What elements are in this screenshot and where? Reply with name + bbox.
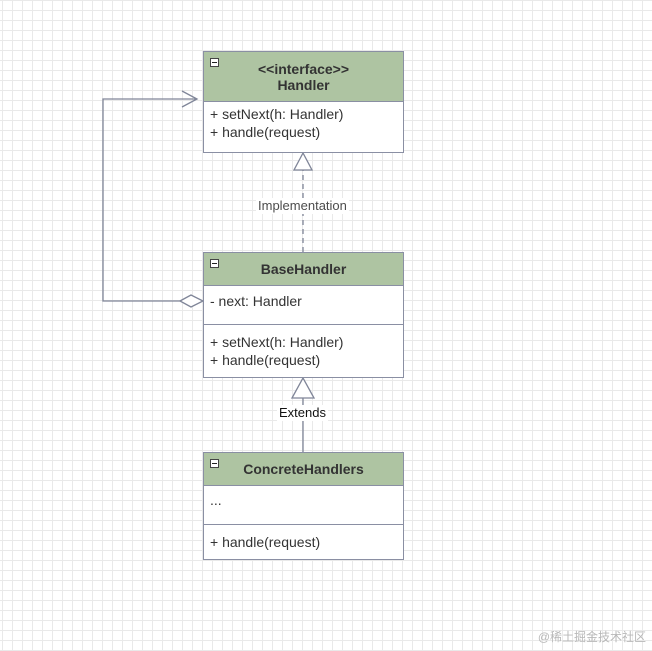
method-item: + handle(request): [210, 534, 321, 550]
handler-name: Handler: [277, 76, 330, 93]
method-item: + handle(request): [210, 352, 321, 368]
handler-header: <<interface>> Handler: [204, 52, 403, 102]
collapse-icon[interactable]: [210, 459, 219, 468]
basehandler-class-box[interactable]: BaseHandler - next: Handler + setNext(h:…: [203, 252, 404, 378]
concretehandlers-header: ConcreteHandlers: [204, 453, 403, 486]
method-item: + setNext(h: Handler): [210, 106, 344, 122]
concretehandlers-class-box[interactable]: ConcreteHandlers ... + handle(request): [203, 452, 404, 560]
method-item: + setNext(h: Handler): [210, 334, 344, 350]
basehandler-header: BaseHandler: [204, 253, 403, 286]
method-item: + handle(request): [210, 124, 321, 140]
basehandler-name: BaseHandler: [260, 261, 347, 277]
field-item: - next: Handler: [210, 293, 302, 309]
implementation-arrowhead: [292, 151, 314, 171]
association-line[interactable]: [102, 98, 196, 302]
basehandler-fields: - next: Handler: [204, 286, 403, 324]
implementation-label: Implementation: [256, 198, 349, 214]
concretehandlers-methods: + handle(request): [204, 524, 403, 554]
handler-stereotype: <<interface>>: [257, 60, 350, 77]
concretehandlers-name: ConcreteHandlers: [243, 461, 364, 477]
collapse-icon[interactable]: [210, 58, 219, 67]
handler-methods: + setNext(h: Handler) + handle(request): [204, 102, 403, 144]
watermark: @稀土掘金技术社区: [537, 630, 646, 644]
field-item: ...: [210, 492, 222, 508]
collapse-icon[interactable]: [210, 259, 219, 268]
handler-class-box[interactable]: <<interface>> Handler + setNext(h: Handl…: [203, 51, 404, 153]
extends-arrowhead: [290, 376, 316, 399]
basehandler-methods: + setNext(h: Handler) + handle(request): [204, 324, 403, 372]
aggregation-diamond: [178, 294, 205, 308]
extends-label: Extends: [277, 405, 328, 421]
concretehandlers-fields: ...: [204, 486, 403, 524]
association-arrowhead: [181, 90, 199, 108]
